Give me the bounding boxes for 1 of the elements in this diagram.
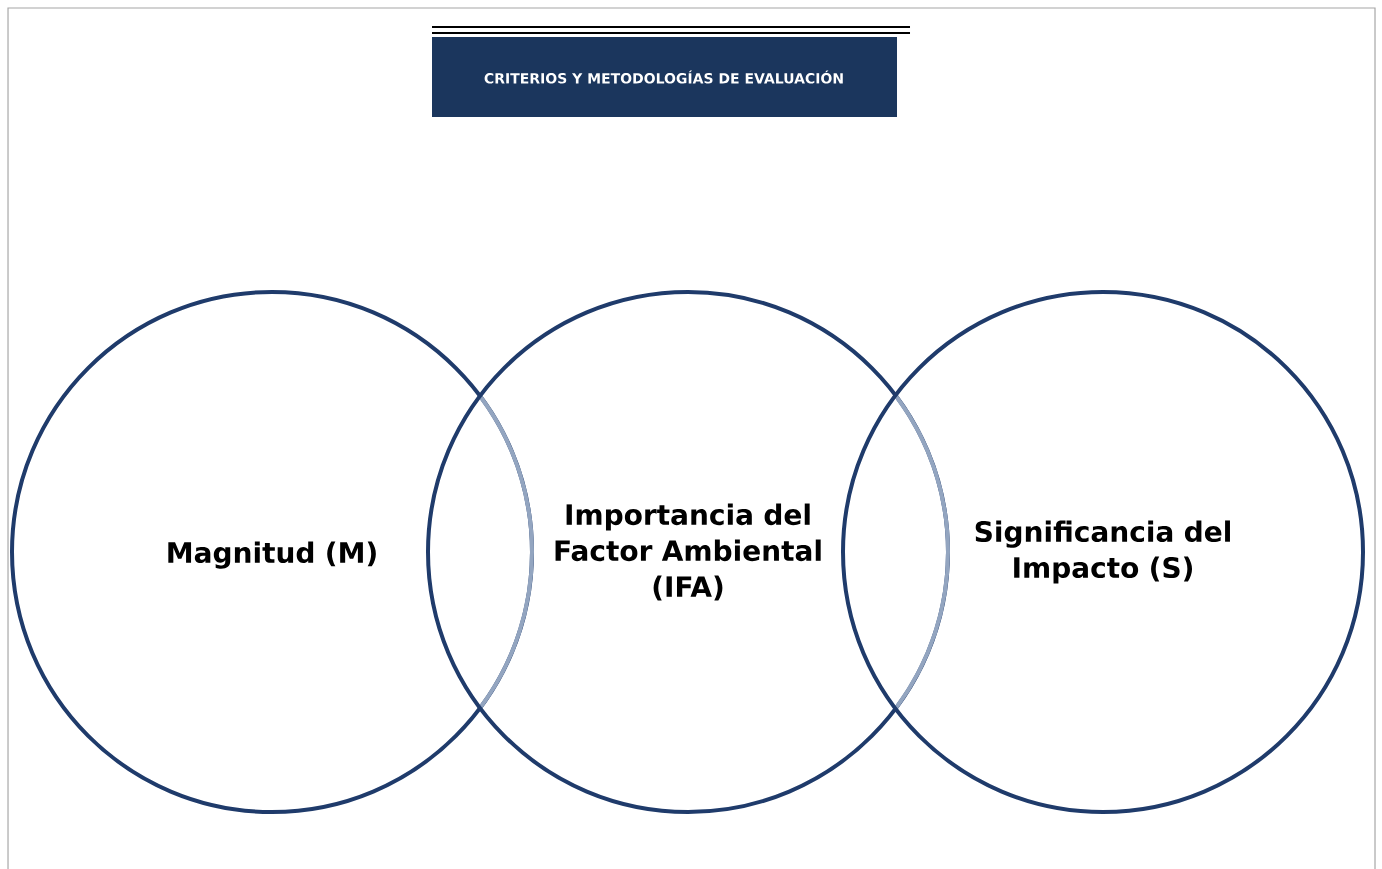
title-banner: CRITERIOS Y METODOLOGÍAS DE EVALUACIÓN — [431, 26, 911, 117]
